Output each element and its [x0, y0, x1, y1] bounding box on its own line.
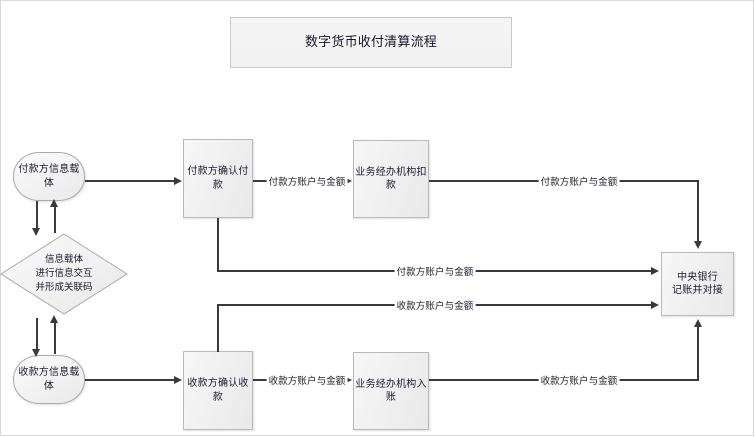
decision-line-2: 进行信息交互: [35, 268, 93, 280]
edge-label-payee-acct-amount-1: 收款方账户与金额: [266, 373, 348, 387]
edge-payee-confirm-to-central-bank-v: [217, 305, 219, 352]
arrowhead-decision-to-payer-carrier-icon: [50, 199, 59, 207]
edge-label-payer-acct-amount-3: 付款方账户与金额: [538, 174, 620, 188]
node-information-exchange-decision[interactable]: 信息载体 进行信息交互 并形成关联码: [0, 233, 128, 315]
node-payer-carrier[interactable]: 付款方信息载体: [13, 152, 85, 201]
edge-label-payee-acct-amount-2: 收款方账户与金额: [394, 298, 476, 312]
arrowhead-payee-carrier-to-confirm-icon: [174, 375, 182, 384]
arrowhead-decision-to-payee-carrier-icon: [32, 349, 41, 357]
arrowhead-payee-confirm-to-central-bank-icon: [651, 300, 659, 309]
decision-line-1: 信息载体: [44, 254, 83, 266]
arrowhead-agency-debit-to-central-bank-icon: [694, 241, 703, 249]
edge-payer-confirm-to-central-bank-v: [217, 218, 219, 271]
node-payer-carrier-label: 付款方信息载体: [18, 164, 80, 189]
node-agency-credit[interactable]: 业务经办机构入账: [353, 352, 429, 430]
node-information-exchange-decision-label: 信息载体 进行信息交互 并形成关联码: [0, 233, 128, 315]
edge-agency-credit-to-central-bank-v: [697, 326, 699, 380]
node-payee-carrier-label: 收款方信息载体: [18, 367, 80, 392]
arrowhead-payee-carrier-to-decision-icon: [50, 315, 59, 323]
arrowhead-agency-credit-to-central-bank-icon: [694, 319, 703, 327]
edge-agency-debit-to-central-bank-v: [697, 180, 699, 242]
edge-label-payee-acct-amount-3: 收款方账户与金额: [538, 373, 620, 387]
edge-label-payer-acct-amount-2: 付款方账户与金额: [394, 264, 476, 278]
node-payee-confirm-receipt[interactable]: 收款方确认收款: [183, 351, 253, 430]
arrowhead-payer-carrier-to-confirm-icon: [174, 176, 182, 185]
node-payer-confirm-payment-label: 付款方确认付款: [187, 166, 249, 191]
arrowhead-payer-carrier-to-decision-icon: [32, 228, 41, 236]
arrowhead-payee-confirm-to-agency-credit-icon: [344, 375, 352, 384]
node-agency-debit[interactable]: 业务经办机构扣款: [353, 140, 429, 218]
node-payee-confirm-receipt-label: 收款方确认收款: [187, 378, 249, 403]
arrowhead-payer-confirm-to-central-bank-icon: [651, 266, 659, 275]
node-agency-credit-label: 业务经办机构入账: [355, 378, 427, 404]
diagram-title: 数字货币收付清算流程: [304, 34, 437, 50]
edge-payer-carrier-to-decision: [36, 201, 38, 229]
edge-label-payer-acct-amount-1: 付款方账户与金额: [266, 174, 348, 188]
edge-payee-carrier-to-decision: [54, 321, 56, 354]
node-payee-carrier[interactable]: 收款方信息载体: [13, 355, 85, 404]
node-payer-confirm-payment[interactable]: 付款方确认付款: [183, 139, 253, 218]
node-central-bank-line-1: 中央银行: [677, 271, 718, 283]
edge-decision-to-payee-carrier: [36, 318, 38, 350]
arrowhead-payer-confirm-to-agency-debit-icon: [344, 176, 352, 185]
edge-decision-to-payer-carrier: [54, 205, 56, 233]
node-central-bank-line-2: 记账并对接: [672, 285, 723, 296]
node-central-bank[interactable]: 中央银行 记账并对接: [661, 252, 734, 316]
edge-payee-carrier-to-confirm: [85, 379, 174, 381]
diagram-title-box: 数字货币收付清算流程: [230, 17, 512, 68]
decision-line-3: 并形成关联码: [35, 281, 93, 293]
node-agency-debit-label: 业务经办机构扣款: [355, 166, 427, 192]
edge-payer-carrier-to-confirm: [85, 180, 174, 182]
diamond-shape-icon: [0, 233, 128, 315]
